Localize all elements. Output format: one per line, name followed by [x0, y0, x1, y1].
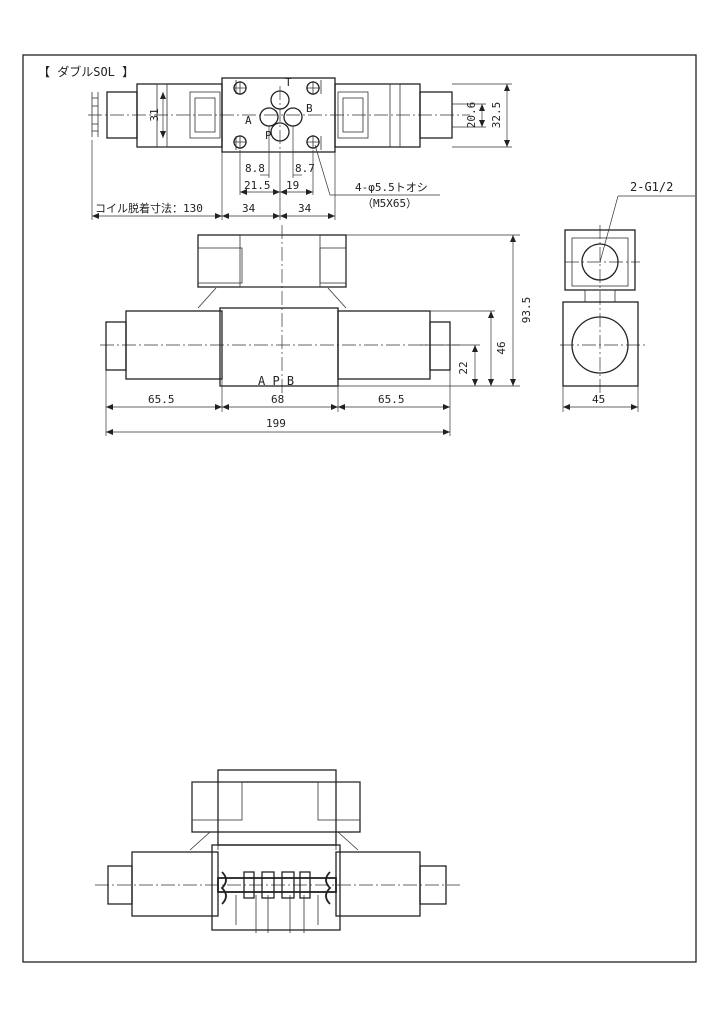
spool: [217, 871, 337, 933]
front-view: A P B 93.5 46 22 65.5 68 65: [100, 225, 533, 436]
dim-19-text: 19: [286, 179, 299, 192]
hole-note: 4-φ5.5トオシ （M5X65）: [314, 144, 440, 210]
side-connection-label: 2-G1/2: [630, 180, 673, 194]
drawing-title: 【 ダブルSOL 】: [38, 64, 134, 79]
dims-right-front: 93.5 46 22: [338, 234, 533, 387]
dim-34b-text: 34: [298, 202, 312, 215]
dim-coil-text: コイル脱着寸法：130: [95, 201, 203, 215]
top-right-solenoid: [334, 83, 421, 148]
top-view: T A B P 31 20.6 32.5: [88, 76, 512, 220]
dim-22-text: 22: [457, 361, 470, 374]
hole-note-line2: （M5X65）: [362, 197, 417, 210]
front-top-housing: [197, 234, 347, 288]
port-p-label: P: [265, 129, 272, 142]
dim-34a-text: 34: [242, 202, 256, 215]
port-t-label: T: [285, 76, 292, 89]
top-right-connector: [419, 91, 453, 139]
dim-8-7-text: 8.7: [295, 162, 315, 175]
port-a-label: A: [245, 114, 252, 127]
dim-31-text: 31: [148, 108, 161, 121]
dim-46-text: 46: [495, 341, 508, 354]
section-view: [95, 769, 460, 933]
sheet-frame: [22, 54, 697, 963]
dim-65-5b-text: 65.5: [378, 393, 405, 406]
dim-8-8-text: 8.8: [245, 162, 265, 175]
side-g-port: [581, 243, 619, 281]
dims-below-top: 8.8 8.7 21.5 19 コイル脱着寸法：130 34 34: [91, 126, 336, 220]
dims-below-front: 65.5 68 65.5 199: [105, 370, 451, 436]
dim-45-text: 45: [592, 393, 605, 406]
dim-65-5a-text: 65.5: [148, 393, 175, 406]
dim-31: 31: [148, 92, 166, 138]
dim-32-5-text: 32.5: [490, 102, 503, 129]
top-mount-holes: [233, 81, 320, 149]
port-b-label: B: [306, 102, 313, 115]
front-ports-label: A P B: [258, 374, 294, 388]
dim-199-text: 199: [266, 417, 286, 430]
dim-21-5-text: 21.5: [244, 179, 271, 192]
hole-note-line1: 4-φ5.5トオシ: [355, 181, 428, 194]
dims-right-top: 20.6 32.5: [452, 83, 512, 148]
side-view: 45 2-G1/2: [560, 180, 695, 412]
side-body: [562, 301, 639, 387]
dim-20-6-text: 20.6: [465, 102, 478, 129]
dim-68-text: 68: [271, 393, 284, 406]
dim-93-5-text: 93.5: [520, 297, 533, 324]
